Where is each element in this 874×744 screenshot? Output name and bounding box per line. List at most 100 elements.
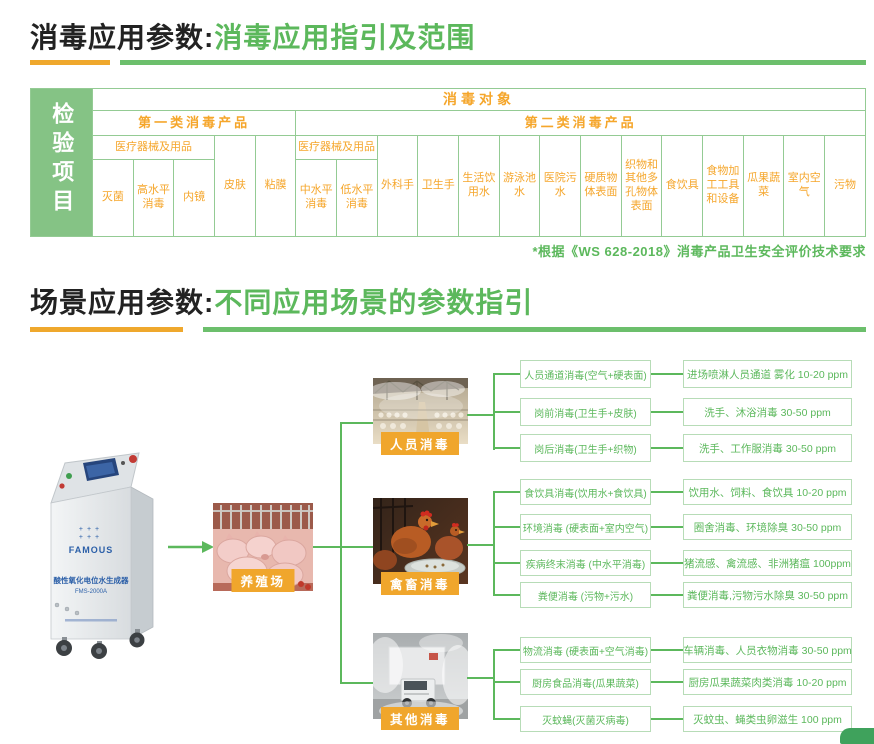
table-col-surgical-hand: 外科手 [376,135,419,237]
connector-g2-row2 [493,526,520,528]
connector-g3-row2 [493,681,520,683]
table-col-high-level: 高水平消毒 [132,159,175,237]
connector-g3-row1 [493,649,520,651]
connector-g2-dash1 [651,491,683,493]
param-box: 厨房瓜果蔬菜肉类消毒 10-20 ppm [683,669,852,695]
connector-g2-stub [467,544,494,546]
chicken-image [373,498,468,584]
connector-g1-row3 [493,447,520,449]
table-col-indoor-air: 室内空气 [783,135,826,237]
table-col-drinking-water: 生活饮用水 [458,135,500,237]
connector-trunk [340,422,342,684]
group2-label: 禽畜消毒 [380,572,460,595]
param-box: 粪便消毒,污物污水除臭 30-50 ppm [683,582,852,608]
param-box: 洗手、工作服消毒 30-50 ppm [683,434,852,462]
scene-box: 环境消毒 (硬表面+室内空气) [520,514,651,540]
device-brand-text: FAMOUS [69,545,114,555]
connector-g3-dash2 [651,681,683,683]
section1-underline-orange [30,60,110,65]
table-corner-cell: 检验项目 [30,88,93,237]
scene-box: 岗前消毒(卫生手+皮肤) [520,398,651,426]
table-col-endoscope: 内镜 [173,159,216,237]
connector-g3-subtrunk [493,649,495,719]
connector-g1-stub [467,414,494,416]
device-emergency-button [129,455,137,463]
param-box: 进场喷淋人员通道 雾化 10-20 ppm [683,360,852,388]
connector-branch-1 [340,422,373,424]
table-col-skin: 皮肤 [214,135,256,237]
table-col-fruits-veg: 瓜果蔬菜 [742,135,785,237]
connector-g2-row3 [493,562,520,564]
scene-box: 食饮具消毒(饮用水+食饮具) [520,479,651,505]
svg-text:+++: +++ [79,526,103,533]
table-col-pool-water: 游泳池水 [498,135,541,237]
table-col-waste: 污物 [824,135,866,237]
param-box: 猪流感、禽流感、非洲猪瘟 100ppm [683,550,852,576]
connector-g1-dash1 [651,373,683,375]
connector-g2-dash2 [651,526,683,528]
water-generator-device-image: +++ +++ FAMOUS 酸性氧化电位水生成器 FMS-2000A [50,452,154,659]
table-col-hygienic-hand: 卫生手 [417,135,460,237]
connector-g2-dash3 [651,562,683,564]
scene-box: 粪便消毒 (污物+污水) [520,582,651,608]
table-category2-header: 第二类消毒产品 [295,110,866,136]
table-col-hospital-sewage: 医院污水 [539,135,582,237]
connector-farm-trunk [313,546,341,548]
table-col-hard-surface: 硬质物体表面 [580,135,622,237]
section2-title: 场景应用参数:不同应用场景的参数指引 [30,281,533,321]
scene-box: 物流消毒 (硬表面+空气消毒) [520,637,651,663]
table-medical2-header: 医疗器械及用品 [295,135,378,160]
standard-footnote: *根据《WS 628-2018》消毒产品卫生安全评价技术要求 [532,244,866,259]
table-col-tableware: 食饮具 [661,135,704,237]
svg-text:+++: +++ [79,534,103,541]
page-corner-badge [840,728,874,744]
device-wheels [56,629,145,659]
table-col-fabric-porous: 织物和其他多孔物体表面 [620,135,663,237]
section2-title-green: 不同应用场景的参数指引 [214,287,534,318]
farm-label: 养殖场 [231,569,295,592]
device-red-button [59,483,65,489]
connector-branch-2 [340,546,373,548]
table-category1-header: 第一类消毒产品 [91,110,297,136]
section1-title-black: 消毒应用参数: [30,22,215,53]
scene-box: 疾病终末消毒 (中水平消毒) [520,550,651,576]
group3-label: 其他消毒 [380,707,460,730]
param-box: 车辆消毒、人员衣物消毒 30-50 ppm [683,637,852,663]
table-medical1-header: 医疗器械及用品 [91,135,216,160]
device-name-text: 酸性氧化电位水生成器 [54,575,129,585]
param-box: 圈舍消毒、环境除臭 30-50 ppm [683,514,852,540]
table-col-sterilize: 灭菌 [92,159,134,237]
section2-underline-green [203,327,866,332]
table-col-low-level: 低水平消毒 [336,159,378,237]
device-company-text-blur [65,619,117,622]
connector-g1-row2 [493,411,520,413]
section2-underline-orange [30,327,183,332]
connector-g3-row3 [493,718,520,720]
arrow-right-icon [168,541,214,553]
connector-g3-dash3 [651,718,683,720]
connector-g1-dash3 [651,447,683,449]
param-box: 灭蚊虫、蝇类虫卵滋生 100 ppm [683,706,852,732]
connector-g1-dash2 [651,411,683,413]
connector-g2-subtrunk [493,491,495,595]
connector-g3-dash1 [651,649,683,651]
param-box: 饮用水、饲料、食饮具 10-20 ppm [683,479,852,505]
device-model-text: FMS-2000A [75,589,107,595]
section1-title-green: 消毒应用指引及范围 [214,22,476,53]
connector-g2-dash4 [651,594,683,596]
group1-label: 人员消毒 [380,432,460,455]
table-corner-label: 检验项目 [49,101,75,218]
scene-box: 灭蚊蝇(灭菌灭病毒) [520,706,651,732]
connector-g2-row4 [493,594,520,596]
table-col-mucosa: 粘膜 [254,135,297,237]
truck-mist-image [373,633,468,719]
table-col-food-tools: 食物加工工具和设备 [702,135,744,237]
section1-underline-green [120,60,866,65]
disinfection-objects-table: 检验项目 消毒对象 第一类消毒产品 第二类消毒产品 医疗器械及用品 皮肤 粘膜 … [30,88,866,237]
scene-box: 厨房食品消毒(瓜果蔬菜) [520,669,651,695]
section2-title-black: 场景应用参数: [30,287,215,318]
param-box: 洗手、沐浴消毒 30-50 ppm [683,398,852,426]
connector-g3-stub [467,677,494,679]
device-green-button [66,473,72,479]
